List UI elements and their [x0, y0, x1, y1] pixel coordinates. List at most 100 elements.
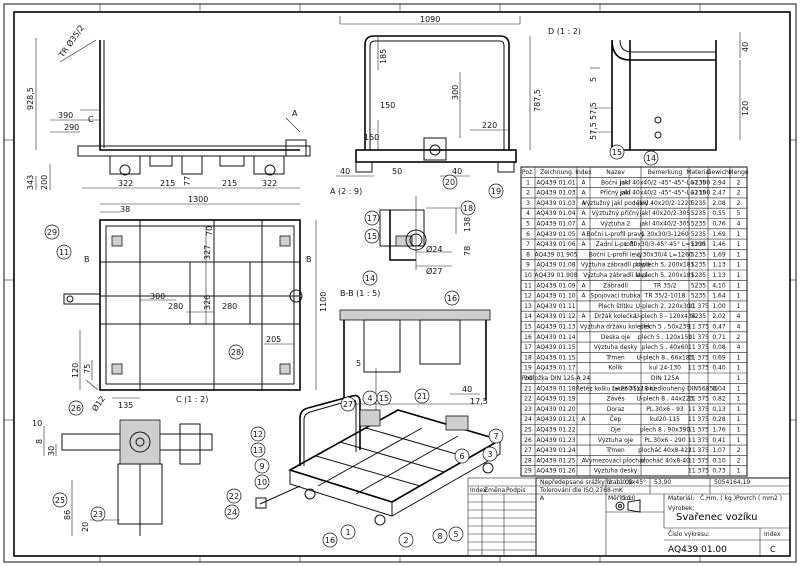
dim-30: 30	[47, 446, 56, 456]
section-bb-dims: 5 17,5 40	[356, 359, 488, 406]
dim-322a: 322	[118, 179, 133, 188]
detail-c: C (1 : 2)	[43, 395, 213, 536]
bom-cell: Spojovací trubka	[590, 293, 641, 300]
bom-cell: 0,41	[712, 437, 726, 444]
bom-cell: AQ439 01.22	[536, 426, 575, 433]
bom-cell: U-plech 2, 220x300	[636, 303, 695, 310]
bom-cell: 0,71	[712, 334, 726, 341]
balloon-circle	[68, 400, 84, 416]
material-value: Č.Hm. ( kg )	[700, 495, 736, 502]
bom-cell: 27	[524, 447, 532, 454]
dim-57b: 57,5	[589, 122, 598, 140]
bom-cell: A	[581, 179, 586, 186]
bom-cell: 4	[526, 210, 530, 217]
balloon-number: 15	[612, 148, 622, 157]
bom-cell: plocháč 40x8-422	[638, 447, 692, 454]
balloon-number: 19	[491, 187, 501, 196]
dim-20: 20	[81, 522, 90, 532]
bom-cell: 1	[737, 354, 741, 361]
balloon: 13	[250, 442, 266, 458]
balloon-number: 20	[445, 178, 455, 187]
balloon: 19	[488, 183, 504, 199]
bom-cell: Přičný jakl	[600, 190, 631, 197]
dim-280a: 280	[168, 302, 183, 311]
bom-cell: AQ439 01.07	[536, 220, 575, 227]
dim-40c: 40	[741, 42, 750, 52]
bom-header-cell: Menge	[728, 169, 748, 176]
bom-cell: DIN 125A	[651, 375, 680, 382]
balloon-number: 8	[437, 532, 442, 541]
dim-280b: 280	[222, 302, 237, 311]
bom-cell: 17	[524, 344, 532, 351]
dim-150: 150	[380, 101, 395, 110]
rev-index-header: Index	[470, 487, 487, 494]
balloon: 27	[340, 396, 356, 412]
balloon-circle	[488, 428, 504, 444]
bom-cell: Výztuha 2	[600, 220, 630, 227]
balloon-circle	[460, 200, 476, 216]
bom-cell: L 30x30/4 L=1260	[637, 251, 693, 258]
bom-cell: 5235	[691, 272, 706, 279]
dim-1300: 1300	[188, 195, 208, 204]
dim-27: Ø27	[426, 266, 442, 276]
balloon: 12	[250, 426, 266, 442]
balloon-circle	[444, 290, 460, 306]
dim-343: 343	[26, 175, 35, 190]
dim-50: 50	[392, 167, 402, 176]
bom-cell: Podložka DIN 125-A 24	[522, 375, 590, 382]
bom-cell: 11 375	[688, 354, 709, 361]
balloon-number: 16	[447, 294, 457, 303]
thread-label: TR Ø35/2	[56, 23, 86, 60]
balloon: 26	[68, 400, 84, 416]
balloon-number: 2	[403, 536, 408, 545]
bom-cell: 11 375	[688, 323, 709, 330]
drawing-title: Svařenec vozíku	[676, 511, 758, 523]
dim-40b: 40	[452, 167, 462, 176]
balloon-number: 10	[257, 478, 267, 487]
balloon-circle	[340, 396, 356, 412]
bom-cell: A	[581, 313, 586, 320]
bom-cell: 25	[524, 426, 532, 433]
dim-135: 135	[118, 401, 133, 410]
bom-cell: 7	[526, 241, 530, 248]
bom-cell: 1	[737, 241, 741, 248]
bom-cell: AQ439 01.06	[536, 241, 575, 248]
bom-cell: AQ439 01.908	[534, 272, 577, 279]
bom-cell: 18	[524, 354, 532, 361]
bom-cell: A	[581, 200, 586, 207]
bom-cell: 1	[737, 437, 741, 444]
drawing-no-label: Číslo výkresu:	[668, 531, 710, 538]
bom-cell: A	[581, 282, 586, 289]
bom-cell: 0,04	[712, 385, 726, 392]
bom-cell: A	[581, 231, 586, 238]
bom-cell: AQ439 01.24	[536, 447, 575, 454]
bom-cell: Bočni jakl	[601, 179, 630, 186]
bom-cell: plech 5 , 120x150	[638, 334, 692, 341]
bom-cell: 1,69	[712, 231, 726, 238]
bom-cell: PL.30x6 - 290	[644, 437, 685, 444]
balloon-circle	[488, 183, 504, 199]
bom-cell: 2	[737, 200, 741, 207]
bom-cell: 5235	[691, 179, 706, 186]
bom-cell: 14	[524, 313, 532, 320]
bom-cell: 1	[737, 468, 741, 475]
bom-cell: L 30x30/3-45°-45° L=1100	[624, 241, 705, 248]
dim-150b: 150	[364, 133, 379, 142]
bom-cell: 11 375	[688, 426, 709, 433]
top-view	[63, 203, 317, 399]
bom-cell: jakl 40x40/2 -45°-45°-L=1100	[619, 190, 711, 197]
bom-cell: Výztuha zábradlí pravá	[581, 262, 651, 269]
bom-cell: TR 35/2	[652, 282, 676, 289]
bom-cell: 1	[737, 303, 741, 310]
bom-cell: AQ439 01.12	[536, 313, 575, 320]
detail-c-title: C (1 : 2)	[176, 395, 208, 404]
bom-cell: 0,10	[712, 457, 726, 464]
balloon-number: 11	[59, 248, 69, 257]
bom-cell: 22	[524, 396, 532, 403]
bom-cell: 1	[737, 365, 741, 372]
bom-cell: AQ439 01.11	[536, 303, 575, 310]
balloon-number: 23	[93, 510, 103, 519]
projection-symbol-icon	[615, 499, 641, 513]
bom-cell: Výztuha držáku koleček	[580, 323, 652, 330]
bom-cell: AQ439 01.04	[536, 210, 575, 217]
